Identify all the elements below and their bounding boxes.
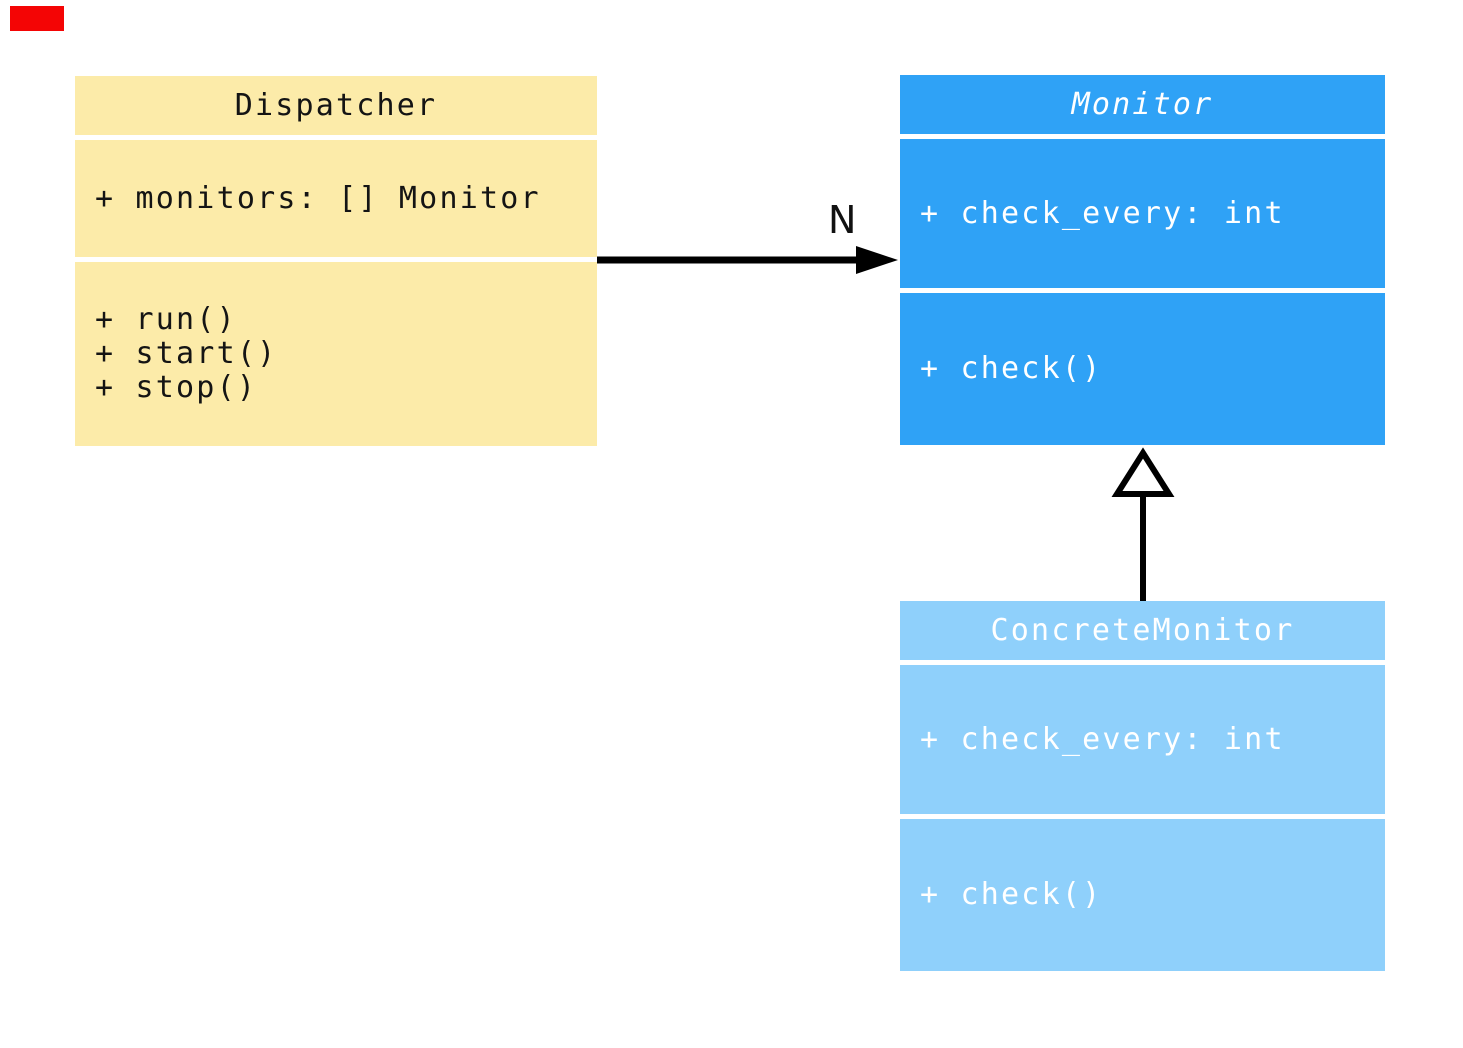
inheritance-arrow: [1111, 447, 1175, 601]
multiplicity-label: N: [828, 198, 857, 242]
attribute-item: + check_every: int: [920, 721, 1285, 757]
red-marker: [10, 6, 64, 31]
attribute-item: + check_every: int: [920, 195, 1285, 231]
attributes-compartment: + check_every: int: [900, 665, 1385, 814]
method-item: + check(): [920, 877, 1103, 912]
hollow-triangle-icon: [1111, 447, 1175, 497]
class-box-concretemonitor: ConcreteMonitor + check_every: int + che…: [900, 601, 1385, 971]
class-box-dispatcher: Dispatcher + monitors: [] Monitor + run(…: [75, 76, 597, 446]
methods-compartment: + check(): [900, 293, 1385, 445]
class-box-monitor: Monitor + check_every: int + check(): [900, 75, 1385, 445]
class-title-abstract: Monitor: [900, 75, 1385, 134]
class-title: Dispatcher: [75, 76, 597, 135]
class-title: ConcreteMonitor: [900, 601, 1385, 660]
filled-arrowhead-icon: [856, 246, 898, 274]
attribute-item: + monitors: [] Monitor: [95, 180, 541, 216]
attributes-compartment: + check_every: int: [900, 139, 1385, 288]
method-item: + check(): [920, 351, 1103, 386]
attributes-compartment: + monitors: [] Monitor: [75, 140, 597, 257]
association-arrow: [597, 246, 898, 274]
method-item: + run(): [95, 302, 237, 337]
methods-compartment: + check(): [900, 819, 1385, 971]
methods-compartment: + run() + start() + stop(): [75, 262, 597, 446]
method-item: + start(): [95, 336, 278, 371]
method-item: + stop(): [95, 370, 258, 405]
